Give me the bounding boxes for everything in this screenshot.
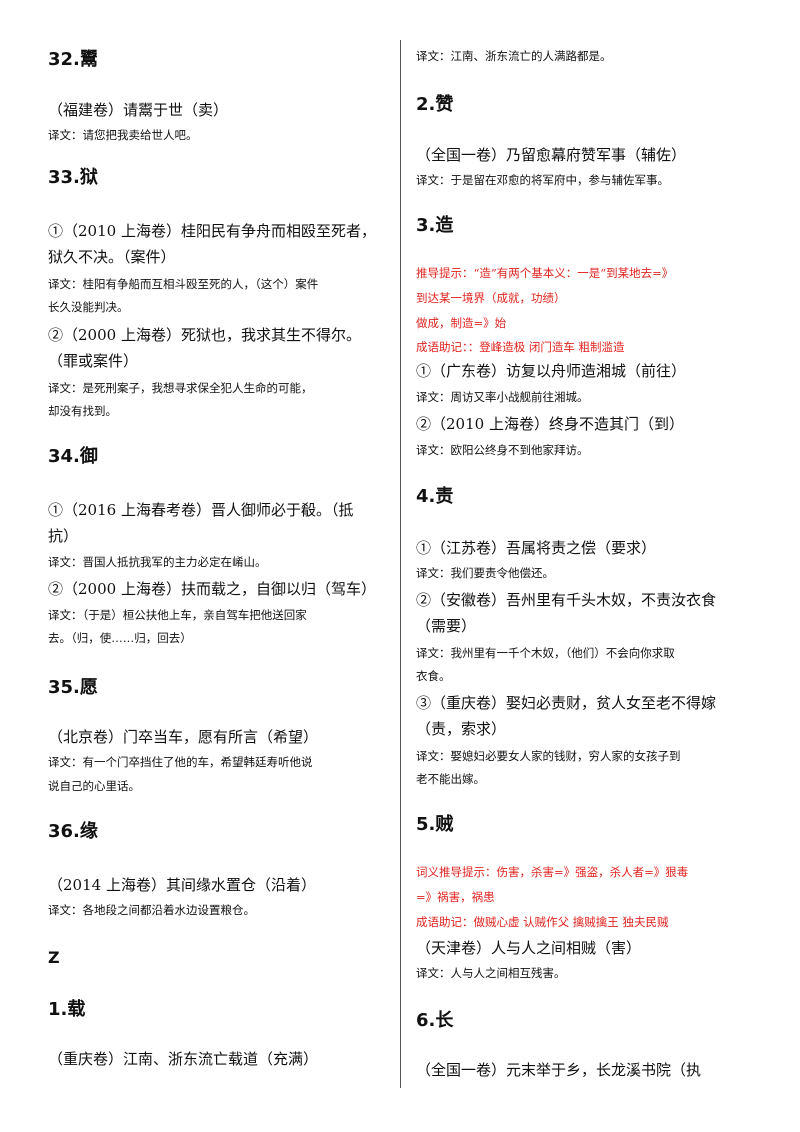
example-sentence: ①（2010 上海卷）桂阳民有争舟而相殴至死者， — [48, 222, 376, 240]
translation: 译文：周访又率小战舰前往湘城。 — [416, 390, 589, 404]
entry-heading: 33.狱 — [48, 167, 98, 188]
hint-text: 做成，制造=》始 — [416, 316, 507, 330]
example-sentence: （罪或案件） — [48, 352, 139, 370]
entry-heading: 2.赞 — [416, 94, 454, 115]
example-sentence: （全国一卷）乃留愈幕府赞军事（辅佐） — [416, 146, 687, 164]
hint-text: 到达某一境界（成就，功绩） — [416, 291, 566, 305]
idiom-hint: 成语助记：做贼心虚 认贼作父 擒贼擒王 独夫民贼 — [416, 915, 669, 929]
translation: 长久没能判决。 — [48, 300, 129, 314]
example-sentence: （2014 上海卷）其间缘水置仓（沿着） — [48, 876, 316, 894]
example-sentence: ②（2010 上海卷）终身不造其门（到） — [416, 415, 684, 433]
entry-heading: 5.贼 — [416, 814, 454, 835]
hint-text: 推导提示：“造”有两个基本义：一是“到某地去=》 — [416, 266, 674, 280]
example-sentence: 抗） — [48, 527, 79, 545]
example-sentence: （重庆卷）江南、浙东流亡载道（充满） — [48, 1050, 319, 1068]
entry-heading: 32.鬻 — [48, 49, 98, 70]
translation: 却没有找到。 — [48, 404, 117, 418]
example-sentence: ①（江苏卷）吾属将责之偿（要求） — [416, 539, 657, 557]
example-sentence: ①（2016 上海春考卷）晋人御师必于殽。（抵 — [48, 501, 354, 519]
translation: 译文：人与人之间相互残害。 — [416, 966, 566, 980]
translation: 译文：于是留在邓愈的将军府中，参与辅佐军事。 — [416, 173, 669, 187]
translation: 译文：江南、浙东流亡的人满路都是。 — [416, 49, 612, 63]
entry-heading: 34.御 — [48, 446, 98, 467]
translation: 译文：娶媳妇必要女人家的钱财，穷人家的女孩子到 — [416, 749, 681, 763]
translation: 译文：桂阳有争船而互相斗殴至死的人，（这个）案件 — [48, 277, 319, 291]
translation: 老不能出嫁。 — [416, 772, 485, 786]
example-sentence: （全国一卷）元末举于乡，长龙溪书院（执 — [416, 1061, 702, 1079]
translation: 译文：请您把我卖给世人吧。 — [48, 128, 198, 142]
example-sentence: （福建卷）请鬻于世（卖） — [48, 101, 229, 119]
translation: 衣食。 — [416, 669, 451, 683]
entry-heading: 36.缘 — [48, 821, 98, 842]
entry-heading: 6.长 — [416, 1010, 454, 1031]
example-sentence: （天津卷）人与人之间相贼（害） — [416, 939, 642, 957]
translation: 译文：我们要责令他偿还。 — [416, 566, 554, 580]
translation: 去。（归，使……归，回去） — [48, 631, 192, 645]
example-sentence: ③（重庆卷）娶妇必责财，贫人女至老不得嫁 — [416, 694, 717, 712]
example-sentence: ①（广东卷）访复以舟师造湘城（前往） — [416, 362, 687, 380]
hint-text: =》祸害，祸患 — [416, 890, 495, 904]
example-sentence: （北京卷）门卒当车，愿有所言（希望） — [48, 728, 319, 746]
entry-heading: 3.造 — [416, 215, 454, 236]
translation: 译文：有一个门卒挡住了他的车，希望韩廷寿听他说 — [48, 755, 313, 769]
example-sentence: 狱久不决。（案件） — [48, 248, 176, 266]
translation: 译文：我州里有一千个木奴，（他们）不会向你求取 — [416, 646, 675, 660]
translation: 译文：（于是）桓公扶他上车，亲自驾车把他送回家 — [48, 608, 307, 622]
example-sentence: （责，索求） — [416, 720, 507, 738]
entry-heading: 4.责 — [416, 486, 454, 507]
entry-heading: 35.愿 — [48, 677, 98, 698]
example-sentence: ②（2000 上海卷）扶而载之，自御以归（驾车） — [48, 580, 376, 598]
translation: 译文：各地段之间都沿着水边设置粮仓。 — [48, 903, 255, 917]
example-sentence: ②（2000 上海卷）死狱也，我求其生不得尔。 — [48, 326, 361, 344]
translation: 说自己的心里话。 — [48, 779, 140, 793]
translation: 译文：是死刑案子，我想寻求保全犯人生命的可能， — [48, 381, 313, 395]
example-sentence: （需要） — [416, 617, 477, 635]
entry-heading: 1.载 — [48, 999, 86, 1020]
column-divider — [400, 40, 401, 1088]
hint-text: 词义推导提示：伤害，杀害=》强盗，杀人者=》狠毒 — [416, 865, 689, 879]
translation: 译文：晋国人抵抗我军的主力必定在崤山。 — [48, 555, 267, 569]
section-letter: Z — [48, 948, 60, 967]
idiom-hint: 成语助记：：登峰造极 闭门造车 粗制滥造 — [416, 340, 625, 354]
example-sentence: ②（安徽卷）吾州里有千头木奴，不责汝衣食 — [416, 591, 717, 609]
translation: 译文：欧阳公终身不到他家拜访。 — [416, 443, 589, 457]
